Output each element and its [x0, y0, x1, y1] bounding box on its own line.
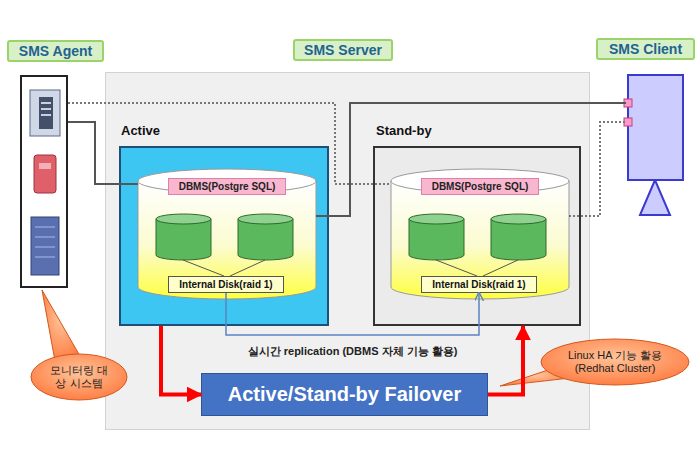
- standby-box: Stand-byDBMS(Postgre SQL)Internal Disk(r…: [373, 146, 581, 326]
- client-monitor: SMS Client: [622, 72, 684, 216]
- node-label: DBMS(Postgre SQL): [168, 178, 287, 195]
- callout-bubble: Linux HA 기능 활용 (Redhat Cluster): [540, 338, 690, 386]
- heading-label: SMS Client: [596, 38, 695, 60]
- agent-panel-drawing: [22, 77, 70, 290]
- node-label: Internal Disk(raid 1): [432, 279, 525, 290]
- heading-label: SMS Agent: [7, 40, 104, 62]
- node-label: Internal Disk(raid 1): [179, 279, 272, 290]
- node-label: 모니터링 대상 시스템: [46, 364, 112, 390]
- server-region: SMS ServerActiveDBMS(Postgre SQL)Interna…: [105, 72, 590, 430]
- heading-label: SMS Server: [293, 39, 393, 61]
- active-box: ActiveDBMS(Postgre SQL)Internal Disk(rai…: [119, 146, 329, 326]
- database-cylinder: DBMS(Postgre SQL) Internal Disk(raid 1): [138, 169, 316, 301]
- heading-label: Stand-by: [376, 123, 432, 138]
- disk-box: Internal Disk(raid 1): [421, 276, 537, 293]
- edge-label: 실시간 replication (DBMS 자체 기능 활용): [245, 344, 461, 359]
- callout-bubble: 모니터링 대상 시스템: [30, 353, 128, 401]
- client-monitor-drawing: [622, 72, 684, 216]
- node-label: DBMS(Postgre SQL): [421, 178, 540, 195]
- heading-label: Active: [121, 123, 160, 138]
- agent-panel: SMS Agent: [20, 75, 68, 288]
- failover-box: Active/Stand-by Failover: [201, 373, 488, 416]
- node-label: Active/Stand-by Failover: [228, 383, 461, 406]
- database-cylinder: DBMS(Postgre SQL) Internal Disk(raid 1): [391, 169, 569, 301]
- disk-box: Internal Disk(raid 1): [168, 276, 284, 293]
- node-label: Linux HA 기능 활용 (Redhat Cluster): [559, 349, 671, 375]
